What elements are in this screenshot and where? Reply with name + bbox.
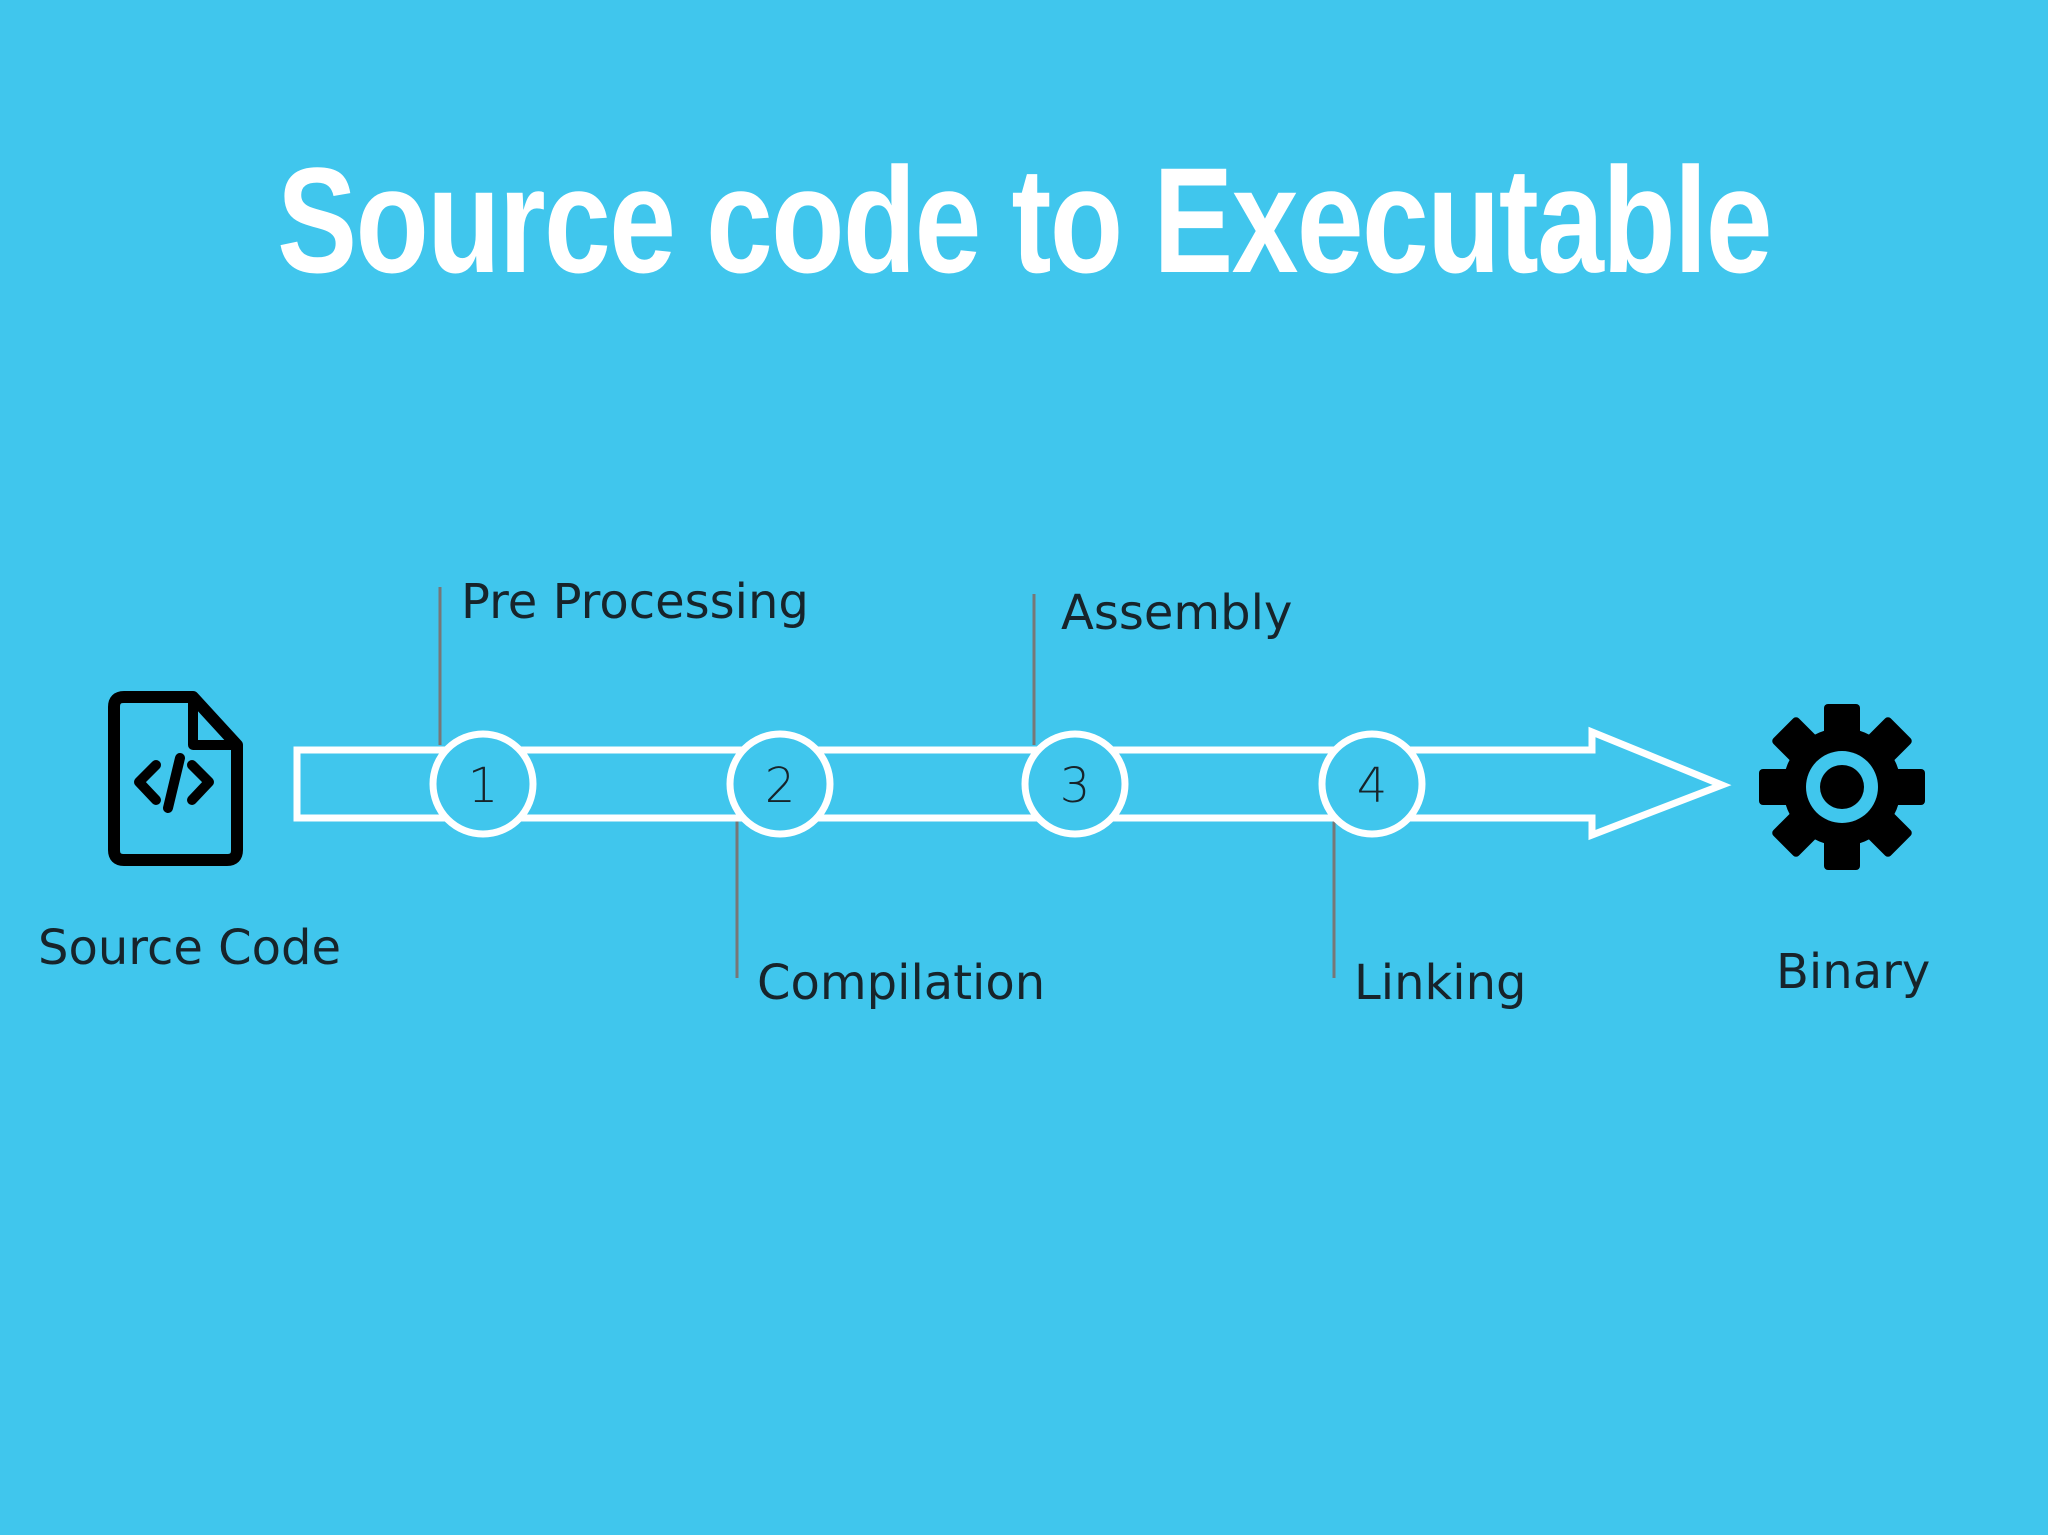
step-3-circle bbox=[1021, 730, 1129, 838]
step-2: 2 bbox=[726, 730, 834, 838]
step-1-circle bbox=[429, 730, 537, 838]
step-2-circle bbox=[726, 730, 834, 838]
step-4-label: Linking bbox=[1354, 955, 1527, 1011]
binary-label: Binary bbox=[1776, 944, 1931, 1000]
step-2-label: Compilation bbox=[757, 955, 1046, 1011]
step-2-number: 2 bbox=[765, 758, 796, 814]
step-3-label: Assembly bbox=[1061, 585, 1293, 641]
step-3: 3 bbox=[1021, 730, 1129, 838]
step-1-label: Pre Processing bbox=[461, 574, 809, 630]
page-title: Source code to Executable bbox=[277, 136, 1772, 304]
step-1: 1 bbox=[429, 730, 537, 838]
step-4: 4 bbox=[1318, 730, 1426, 838]
source-code-label: Source Code bbox=[38, 920, 341, 976]
step-4-circle bbox=[1318, 730, 1426, 838]
code-file-icon bbox=[108, 691, 243, 866]
gear-icon bbox=[1759, 704, 1925, 870]
step-1-number: 1 bbox=[468, 758, 499, 814]
step-3-number: 3 bbox=[1060, 758, 1091, 814]
step-4-number: 4 bbox=[1357, 758, 1388, 814]
